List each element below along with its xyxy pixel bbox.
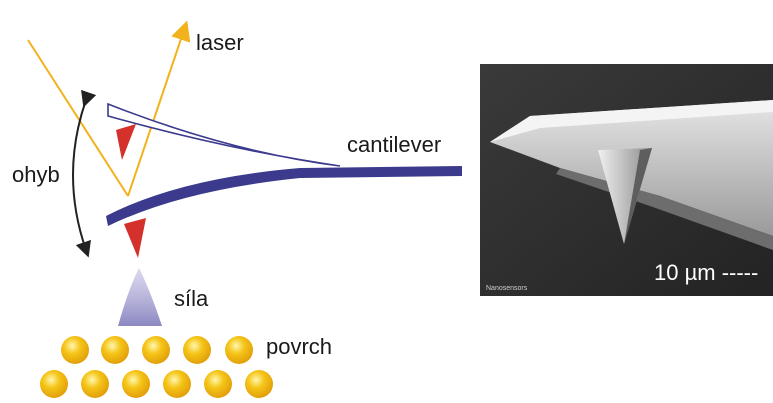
tip-deflected [124,218,146,258]
atom [122,370,150,398]
bending-arrow [73,100,86,250]
force-label: síla [174,286,209,311]
tip-undeflected [116,124,136,160]
atom [225,336,253,364]
atom [61,336,89,364]
surface-atoms [40,336,273,398]
atom [183,336,211,364]
cantilever-deflected [106,166,462,226]
atom [40,370,68,398]
atom [163,370,191,398]
atom [204,370,232,398]
atom [245,370,273,398]
cantilever-undeflected [108,104,340,166]
sem-credit: Nanosensors [486,285,528,292]
atom [142,336,170,364]
sem-image: 10 µm ----- Nanosensors [480,64,773,296]
atom [101,336,129,364]
force-cone [118,268,162,326]
surface-label: povrch [266,334,332,359]
cantilever-label: cantilever [347,132,441,157]
bending-label: ohyb [12,162,60,187]
scale-bar-label: 10 µm ----- [654,260,758,285]
atom [81,370,109,398]
laser-label: laser [196,30,244,55]
